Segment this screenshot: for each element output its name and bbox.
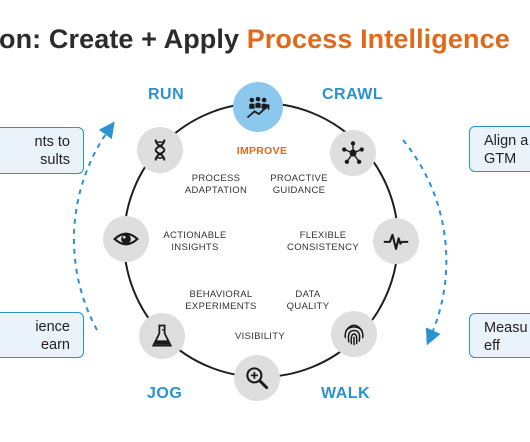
fingerprint-icon	[331, 311, 377, 357]
label-proactive-guidance: PROACTIVE GUIDANCE	[270, 173, 328, 196]
eye-icon	[103, 216, 149, 262]
callout-top-left: nts to sults	[0, 127, 84, 174]
center-label-improve: IMPROVE	[236, 145, 288, 157]
pulse-icon	[373, 218, 419, 264]
team-growth-icon	[233, 82, 283, 132]
magnifier-plus-icon	[234, 355, 280, 401]
page-title: on: Create + Apply Process Intelligence	[0, 24, 530, 55]
network-icon	[330, 130, 376, 176]
callout-bottom-right: Measu eff	[469, 313, 530, 358]
callout-top-right: Align a GTM	[469, 126, 530, 172]
phase-walk: WALK	[321, 385, 371, 402]
label-process-adaptation: PROCESS ADAPTATION	[184, 173, 248, 196]
label-actionable-insights: ACTIONABLE INSIGHTS	[163, 230, 227, 253]
label-data-quality: DATA QUALITY	[286, 289, 330, 312]
phase-run: RUN	[148, 86, 185, 103]
flask-icon	[139, 313, 185, 359]
callout-bottom-left: ience earn	[0, 312, 84, 358]
dna-icon	[137, 127, 183, 173]
label-visibility: VISIBILITY	[235, 331, 285, 342]
title-accent: Process Intelligence	[246, 24, 510, 54]
phase-crawl: CRAWL	[322, 86, 384, 103]
title-prefix: on: Create + Apply	[0, 24, 247, 54]
right-cycle-arrow	[402, 139, 448, 346]
phase-jog: JOG	[147, 385, 183, 402]
label-behavioral-experiments: BEHAVIORAL EXPERIMENTS	[185, 289, 257, 312]
label-flexible-consistency: FLEXIBLE CONSISTENCY	[287, 230, 359, 253]
